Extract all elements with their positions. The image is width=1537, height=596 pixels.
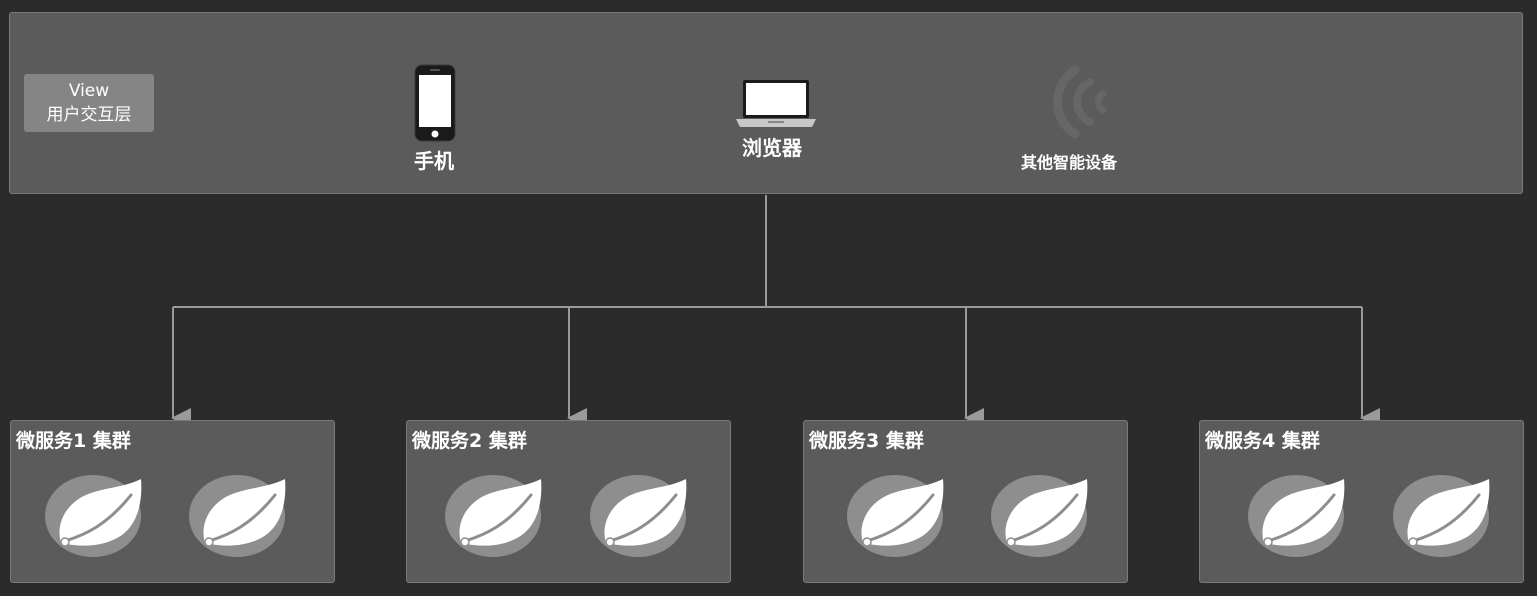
wireless-signal-icon — [1053, 65, 1107, 139]
laptop-icon — [736, 80, 816, 127]
cluster-1: 微服务1 集群 — [10, 420, 335, 583]
spring-leaf-icon — [1393, 473, 1493, 559]
spring-leaf-icon — [590, 473, 690, 559]
view-layer-label: View 用户交互层 — [24, 74, 154, 132]
spring-leaf-icon — [445, 473, 545, 559]
spring-leaf-icon — [45, 473, 145, 559]
cluster-title: 微服务3 集群 — [809, 430, 924, 452]
phone-label: 手机 — [414, 149, 454, 173]
cluster-3: 微服务3 集群 — [803, 420, 1128, 583]
spring-leaf-icon — [991, 473, 1091, 559]
view-layer-title: View — [68, 81, 110, 101]
cluster-title: 微服务1 集群 — [16, 430, 131, 452]
cluster-4: 微服务4 集群 — [1199, 420, 1524, 583]
spring-leaf-icon — [847, 473, 947, 559]
view-layer-subtitle: 用户交互层 — [46, 105, 132, 125]
spring-leaf-icon — [189, 473, 289, 559]
spring-leaf-icon — [1248, 473, 1348, 559]
cluster-title: 微服务4 集群 — [1205, 430, 1320, 452]
other-devices-label: 其他智能设备 — [1021, 153, 1118, 172]
browser-label: 浏览器 — [742, 136, 802, 160]
cluster-title: 微服务2 集群 — [412, 430, 527, 452]
cluster-2: 微服务2 集群 — [406, 420, 731, 583]
phone-icon — [414, 64, 456, 142]
